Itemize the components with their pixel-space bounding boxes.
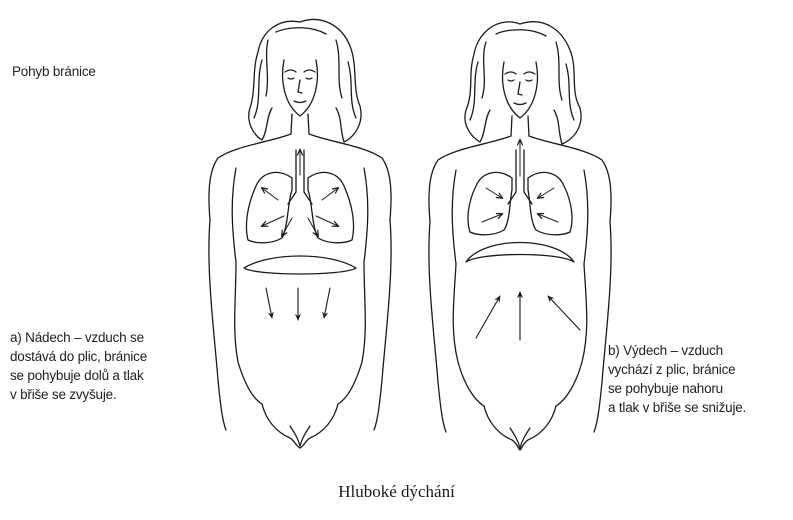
lung-arrows-a [262, 150, 338, 236]
hair-a [249, 19, 361, 142]
face-b [503, 62, 538, 118]
abdomen-arrows-b [476, 292, 580, 340]
abdomen-arrows-a [266, 288, 330, 320]
diaphragm-a [244, 256, 356, 274]
lung-arrows-b [482, 140, 558, 222]
inhale-figure [209, 19, 391, 448]
face-a [283, 60, 318, 116]
exhale-figure [429, 22, 611, 450]
hair-b [465, 22, 581, 144]
diaphragm-b [466, 243, 574, 263]
